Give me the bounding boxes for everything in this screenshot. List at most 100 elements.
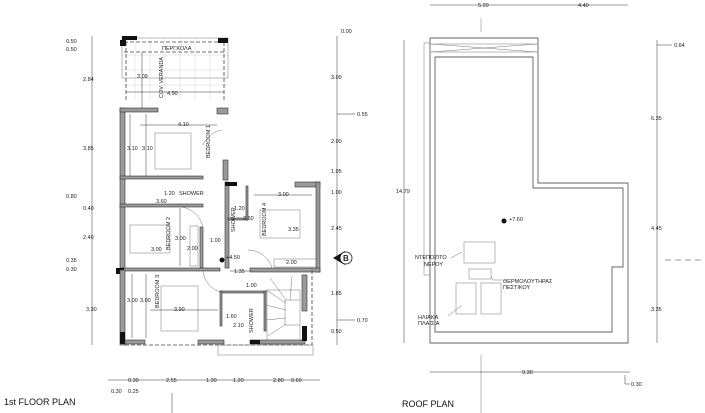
floor-plan: COV. VERANDA ΠΕΡΓΚΟΛΑ BEDROOM 1 BEDROOM … [4, 29, 368, 413]
solar-panels-label-2: ΠΛΑΙΣΙΑ [418, 321, 440, 327]
dimension-label: 3.35 [651, 307, 662, 313]
dimension-label: 0.00 [341, 29, 352, 35]
dimension-label: 2.00 [286, 260, 297, 266]
dimension-label: 1.60 [226, 314, 237, 320]
dimension-label: 3.10 [142, 146, 153, 152]
floor-level: +4.50 [226, 255, 240, 261]
dimension-label: 3.60 [156, 199, 167, 205]
dimension-label: 3.00 [140, 298, 151, 304]
bed-bedroom-4 [259, 209, 301, 239]
dimension-label: 6.35 [651, 116, 662, 122]
dimension-label: 2.55 [166, 378, 177, 384]
dimension-label: 1.20 [234, 206, 245, 212]
dimension-label: 2.84 [83, 77, 94, 83]
interior-dimensions: 3.09 4.90 4.10 3.10 3.10 1.20 3.60 1.20 … [126, 52, 312, 338]
floor-plan-title: 1st FLOOR PLAN [4, 397, 76, 407]
dimension-label: 4.40 [578, 3, 589, 9]
roof-plan-title: ROOF PLAN [402, 399, 454, 409]
dimension-label: 0.70 [357, 318, 368, 324]
right-dimension-chain: 0.00 3.09 0.55 2.00 1.05 1.00 2.45 1.85 … [331, 29, 368, 345]
dimension-label: 0.30 [631, 382, 642, 388]
dimension-label: 0.60 [291, 378, 302, 384]
dimension-label: 2.45 [331, 226, 342, 232]
water-heater-label-2: ΠΕΣΤΙΚΟΥ [503, 285, 531, 291]
level-marker-icon [219, 257, 225, 263]
roof-level-marker-icon [501, 218, 507, 224]
dimension-label: 0.30 [66, 267, 77, 273]
dimension-label: 2.00 [187, 246, 198, 252]
water-heater [468, 268, 492, 280]
dimension-label: 0.64 [674, 43, 685, 49]
bed-bedroom-3 [160, 285, 199, 332]
dimension-label: 1.20 [164, 191, 175, 197]
dimension-label: 4.10 [178, 122, 189, 128]
dimension-label: 1.20 [233, 378, 244, 384]
room-label-shower-3: SHOWER [249, 308, 255, 333]
solar-panels-label: ΗΛΙΑΚΑ [418, 315, 439, 321]
dimension-label: 3.00 [278, 192, 289, 198]
dimension-label: 2.60 [243, 216, 254, 222]
bed-bedroom-2 [129, 224, 171, 254]
bed-bedroom-1 [154, 132, 192, 170]
roof-dimensions: 5.20 4.40 14.79 0.64 6.35 4.45 3.35 9.30… [396, 3, 705, 388]
solar-panel-1 [455, 282, 477, 315]
dimension-label: 2.00 [331, 139, 342, 145]
dimension-label: 4.90 [167, 91, 178, 97]
pergola-label: ΠΕΡΓΚΟΛΑ [162, 46, 192, 52]
water-tank [463, 241, 496, 264]
room-label-bedroom-3: BEDROOM 3 [155, 275, 161, 308]
dimension-label: 0.35 [66, 258, 77, 264]
room-label-bedroom-4: BEDROOM 4 [262, 203, 268, 236]
dimension-label: 1.05 [331, 169, 342, 175]
dimension-label: 14.79 [396, 189, 410, 195]
roof-outline [429, 37, 629, 344]
dimension-label: 1.00 [331, 190, 342, 196]
dimension-label: 3.90 [174, 307, 185, 313]
furniture [129, 129, 317, 341]
left-dimension-chain: 0.50 0.50 2.84 3.85 0.80 0.40 2.40 0.35 … [66, 36, 97, 345]
dimension-label: 0.25 [128, 389, 139, 395]
dimension-label: 3.09 [137, 74, 148, 80]
dimension-label: 1.00 [246, 283, 257, 289]
walls [116, 107, 321, 356]
dimension-label: 4.45 [651, 226, 662, 232]
dimension-label: 3.35 [288, 227, 299, 233]
dimension-label: 0.50 [66, 39, 77, 45]
dimension-label: 0.30 [111, 389, 122, 395]
bottom-dimension-chain: 0.30 2.55 1.30 1.20 2.80 0.60 0.30 0.25 [108, 378, 320, 413]
dimension-label: 1.00 [210, 238, 221, 244]
dimension-label: 0.50 [331, 329, 342, 335]
dimension-label: 1.35 [234, 269, 245, 275]
dimension-label: 0.80 [66, 194, 77, 200]
room-label-bedroom-1: BEDROOM 1 [206, 125, 212, 158]
room-label-veranda: COV. VERANDA [159, 57, 165, 98]
dimension-label: 0.40 [83, 206, 94, 212]
dimension-label: 3.00 [127, 298, 138, 304]
dimension-label: 2.80 [273, 378, 284, 384]
dimension-label: 3.10 [127, 146, 138, 152]
dimension-label: 1.30 [206, 378, 217, 384]
dimension-label: 3.00 [151, 247, 162, 253]
dimension-label: 2.10 [233, 323, 244, 329]
dimension-label: 1.85 [331, 291, 342, 297]
dimension-label: 5.20 [478, 3, 489, 9]
room-label-bedroom-2: BEDROOM 2 [166, 217, 172, 250]
water-heater-label: ΘΕΡΜΟΛΟΥΤΗΡΑΣ [503, 279, 553, 285]
dimension-label: 3.09 [331, 75, 342, 81]
room-label-shower-1: SHOWER [179, 191, 204, 197]
water-tank-label: ΝΤΕΠΟΖΙΤΟ [415, 255, 447, 261]
roof-level: +7.60 [509, 217, 523, 223]
dimension-label: 0.55 [357, 112, 368, 118]
solar-panel-2 [480, 282, 502, 315]
dimension-label: 9.30 [522, 370, 533, 376]
staircase [266, 289, 301, 341]
roof-plan: +7.60 ΝΤΕΠΟΖΙΤΟ ΝΕΡΟΥ ΘΕΡΜΟΛΟΥΤΗΡΑΣ ΠΕΣΤ… [396, 3, 705, 413]
dimension-label: 0.30 [128, 378, 139, 384]
dimension-label: 0.50 [66, 47, 77, 53]
dimension-label: 3.85 [83, 146, 94, 152]
dimension-label: 3.30 [86, 307, 97, 313]
covered-veranda [120, 36, 229, 100]
water-tank-label-2: ΝΕΡΟΥ [424, 262, 443, 268]
section-marker-label: B [343, 254, 349, 263]
